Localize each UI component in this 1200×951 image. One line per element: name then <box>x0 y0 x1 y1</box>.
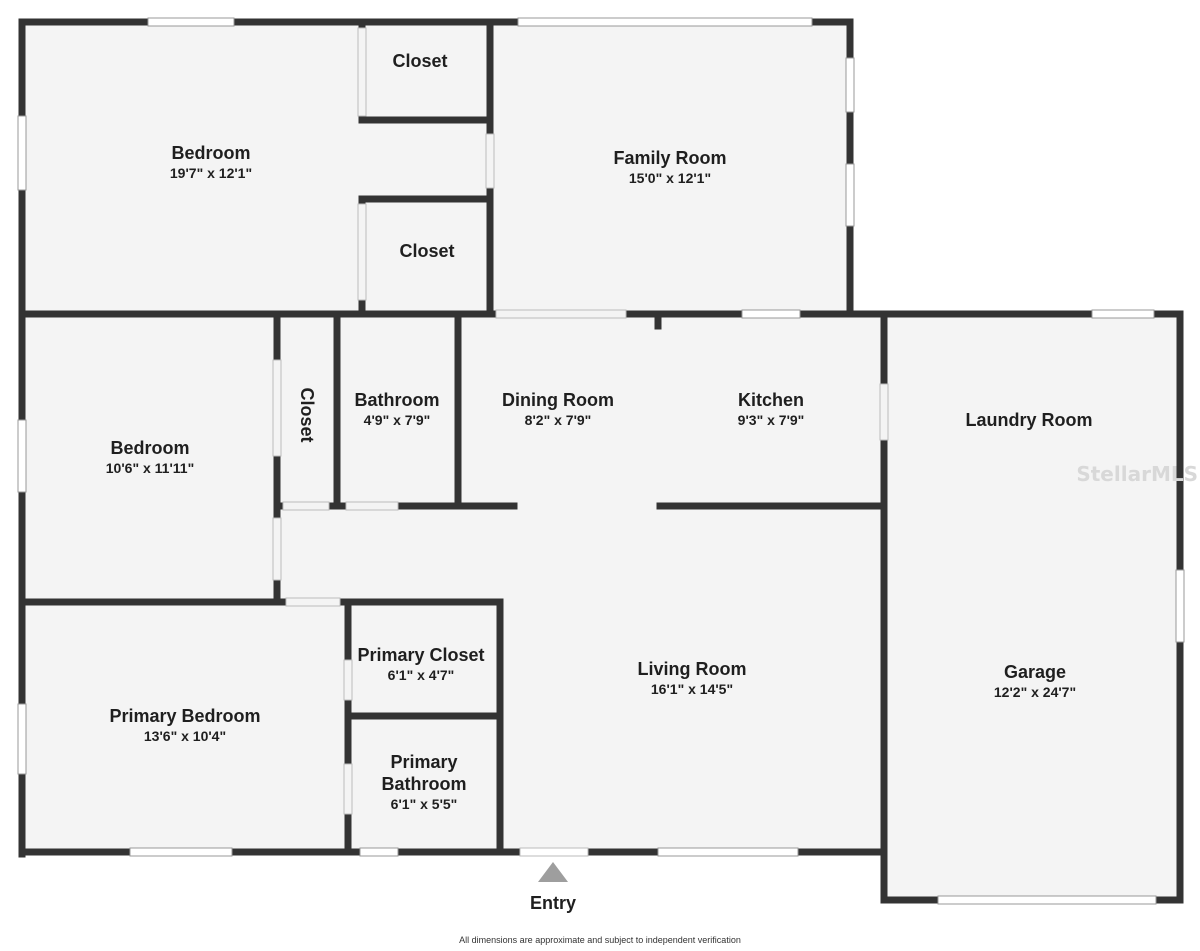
room-label-primary-closet: Primary Closet 6'1" x 4'7" <box>352 644 490 684</box>
room-label-closet-top: Closet <box>370 50 470 72</box>
room-name: Living Room <box>637 659 747 679</box>
entry-arrow-icon <box>538 862 568 882</box>
window <box>359 847 399 857</box>
room-dimensions: 6'1" x 4'7" <box>387 667 455 683</box>
room-label-primary-bedroom: Primary Bedroom 13'6" x 10'4" <box>95 705 275 745</box>
windows <box>17 17 1185 905</box>
door-opening <box>272 359 282 457</box>
door-opening <box>879 383 889 441</box>
room-name: Dining Room <box>502 390 614 410</box>
room-name: Laundry Room <box>965 410 1093 430</box>
door-opening <box>343 763 353 815</box>
room-name: Bathroom <box>354 390 440 410</box>
room-name: Garage <box>1003 662 1067 682</box>
door-opening <box>272 517 282 581</box>
room-label-living-room: Living Room 16'1" x 14'5" <box>612 658 772 698</box>
room-label-primary-bathroom: Primary Bathroom 6'1" x 5'5" <box>364 751 484 813</box>
room-name: Primary Closet <box>357 645 485 665</box>
room-dimensions: 16'1" x 14'5" <box>650 681 734 697</box>
room-name: Bedroom <box>171 143 251 163</box>
door-opening <box>345 501 399 511</box>
room-name: Closet <box>399 241 455 261</box>
window <box>147 17 235 27</box>
room-label-bathroom: Bathroom 4'9" x 7'9" <box>347 389 447 429</box>
window <box>517 17 813 27</box>
window <box>845 57 855 113</box>
room-dimensions: 9'3" x 7'9" <box>737 412 805 428</box>
room-label-laundry-room: Laundry Room <box>949 409 1109 431</box>
entry-label: Entry <box>529 893 576 913</box>
room-dimensions: 6'1" x 5'5" <box>390 796 458 812</box>
room-name: Family Room <box>613 148 727 168</box>
door-opening <box>495 309 627 319</box>
room-label-closet-mid: Closet <box>377 240 477 262</box>
room-name: Bedroom <box>110 438 190 458</box>
room-dimensions: 10'6" x 11'11" <box>105 460 195 476</box>
exterior-notch <box>854 0 1200 310</box>
door-opening <box>282 501 330 511</box>
room-dimensions: 12'2" x 24'7" <box>993 684 1077 700</box>
door-opening <box>485 133 495 189</box>
door-openings <box>272 27 889 857</box>
room-name-line: Primary <box>390 752 458 772</box>
garage-floor <box>884 314 1180 900</box>
disclaimer: All dimensions are approximate and subje… <box>459 935 741 945</box>
room-name: Kitchen <box>737 390 804 410</box>
window <box>657 847 799 857</box>
window <box>1175 569 1185 643</box>
room-label-closet-vertical: Closet <box>296 365 318 465</box>
room-label-bedroom-mid: Bedroom 10'6" x 11'11" <box>70 437 230 477</box>
room-label-kitchen: Kitchen 9'3" x 7'9" <box>711 389 831 429</box>
entry-door <box>519 847 589 857</box>
door-opening <box>357 203 367 301</box>
room-label-dining-room: Dining Room 8'2" x 7'9" <box>488 389 628 429</box>
window <box>845 163 855 227</box>
garage-door <box>937 895 1157 905</box>
window <box>741 309 801 319</box>
window <box>17 703 27 775</box>
room-label-family-room: Family Room 15'0" x 12'1" <box>580 147 760 187</box>
room-label-bedroom-top: Bedroom 19'7" x 12'1" <box>131 142 291 182</box>
door-opening <box>343 659 353 701</box>
door-opening <box>285 597 341 607</box>
room-name: Primary Bedroom <box>109 706 261 726</box>
window <box>129 847 233 857</box>
room-dimensions: 15'0" x 12'1" <box>628 170 712 186</box>
room-label-garage: Garage 12'2" x 24'7" <box>965 661 1105 701</box>
door-opening <box>357 27 367 117</box>
room-dimensions: 4'9" x 7'9" <box>363 412 431 428</box>
room-name: Closet <box>297 387 317 443</box>
window <box>1091 309 1155 319</box>
room-dimensions: 13'6" x 10'4" <box>143 728 227 744</box>
watermark: StellarMLS <box>1076 462 1198 486</box>
room-dimensions: 8'2" x 7'9" <box>524 412 592 428</box>
room-dimensions: 19'7" x 12'1" <box>169 165 253 181</box>
room-name: Closet <box>392 51 448 71</box>
room-name-line: Bathroom <box>381 774 467 794</box>
window <box>17 115 27 191</box>
window <box>17 419 27 493</box>
